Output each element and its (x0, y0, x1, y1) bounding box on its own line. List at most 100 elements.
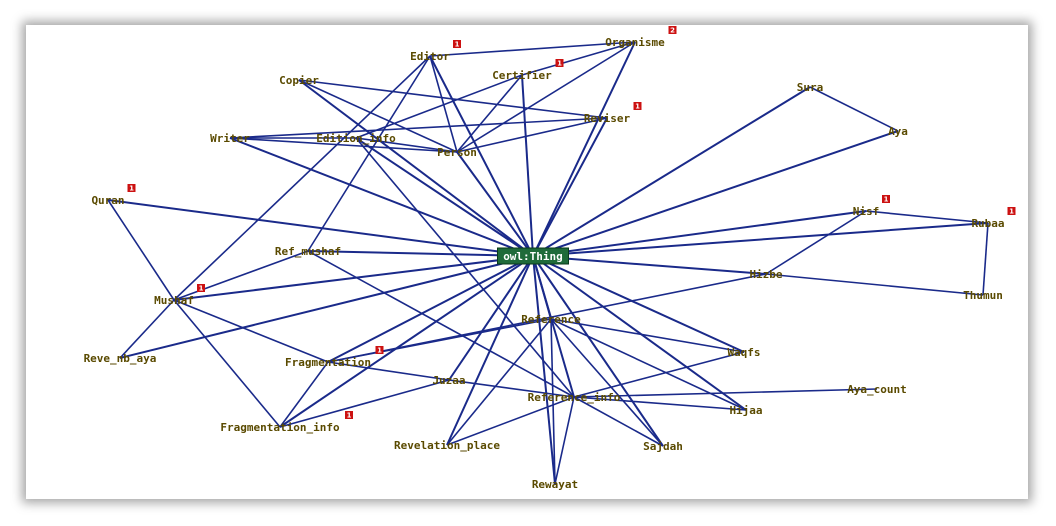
edge-Edition_info-Person (355, 137, 458, 153)
node-hizbe[interactable]: Hizbe (749, 268, 782, 281)
node-label: owl:Thing (503, 250, 563, 263)
edge-owl-Thing-Reve_nb_aya (119, 255, 534, 359)
edge-owl-Thing-Reference_info (532, 255, 575, 398)
count-badge (1007, 207, 1016, 215)
edge-Reference_info-Revelation_place (446, 396, 575, 446)
edge-Nisf-Hizbe (765, 210, 867, 275)
node-ref_mushaf[interactable]: Ref_mushaf (275, 245, 341, 258)
node-reference[interactable]: Reference (521, 313, 581, 326)
edge-Sura-Aya (809, 86, 899, 132)
edge-owl-Thing-Sajdah (532, 255, 664, 447)
count-badge-label: 1 (129, 185, 134, 193)
edge-Certifier-Edition_info (355, 74, 523, 139)
node-label: Hijaa (729, 404, 762, 417)
edge-Reference_info-Rewayat (554, 396, 575, 485)
edge-owl-Thing-Rewayat (532, 255, 556, 485)
edge-owl-Thing-Rubaa (532, 222, 989, 257)
edge-Waqfs-Reference_info (573, 351, 745, 398)
count-badge (197, 284, 205, 292)
node-label: Rubaa (971, 217, 1004, 230)
edge-owl-Thing-Hizbe (532, 255, 767, 275)
node-label: Nisf (853, 205, 880, 218)
node-edition_info[interactable]: Edition_info (316, 132, 396, 145)
edge-Hizbe-Thumun (765, 273, 984, 296)
edge-owl-Thing-Reviser (532, 117, 608, 257)
edge-Juzaa-Reference_info (448, 379, 575, 398)
edge-Organisme-Person (456, 41, 636, 153)
node-mushaf[interactable]: Mushaf 1 (154, 284, 205, 307)
node-label: Waqfs (727, 346, 760, 359)
node-rewayat[interactable]: Rewayat (532, 478, 578, 491)
node-label: Copier (279, 74, 319, 87)
node-waqfs[interactable]: Waqfs (727, 346, 760, 359)
count-badge (633, 102, 642, 110)
node-label: Fragmentation (285, 356, 371, 369)
edge-owl-Thing-Waqfs (532, 255, 745, 353)
node-label: Sura (797, 81, 824, 94)
node-label: Reference (521, 313, 581, 326)
node-sura[interactable]: Sura (797, 81, 824, 94)
node-label: Edition_info (316, 132, 396, 145)
count-badge-label: 1 (199, 285, 204, 293)
node-label: Person (437, 146, 477, 159)
edge-Reference_info-Sajdah (573, 396, 664, 447)
node-copier[interactable]: Copier (279, 74, 319, 87)
edge-Certifier-Person (456, 74, 523, 153)
count-badge (555, 59, 564, 67)
edge-Nisf-Rubaa (865, 210, 989, 224)
node-writer[interactable]: Writer (210, 132, 250, 145)
node-juzaa[interactable]: Juzaa (432, 374, 465, 387)
node-owl-thing[interactable]: owl:Thing (497, 247, 569, 265)
edge-Fragmentation-Juzaa (327, 361, 450, 381)
edge-owl-Thing-Sura (532, 86, 811, 257)
node-label: Writer (210, 132, 250, 145)
count-badge-label: 2 (670, 27, 675, 35)
edge-owl-Thing-Quran (107, 199, 534, 257)
edge-Mushaf-Fragmentation_info (173, 299, 281, 428)
node-aya_count[interactable]: Aya_count (847, 383, 907, 396)
edge-Rubaa-Thumun (982, 222, 989, 296)
node-label: Mushaf (154, 294, 194, 307)
edge-Ref_mushaf-Mushaf (173, 250, 309, 301)
node-reve_nb_aya[interactable]: Reve_nb_aya (84, 352, 157, 365)
edge-Juzaa-Fragmentation_info (279, 379, 450, 428)
count-badge (668, 26, 677, 34)
node-label: Sajdah (643, 440, 683, 453)
edge-Organisme-Certifier (521, 41, 636, 76)
edge-Reference-Hijaa (550, 318, 747, 411)
edge-Reference-Rewayat (550, 318, 556, 485)
node-label: Fragmentation_info (220, 421, 340, 434)
edge-owl-Thing-Copier (298, 79, 534, 257)
node-hijaa[interactable]: Hijaa (729, 404, 762, 417)
count-badge (127, 184, 136, 192)
count-badge (345, 411, 353, 419)
node-aya[interactable]: Aya (888, 125, 908, 138)
edge-Quran-Mushaf (107, 199, 175, 301)
node-person[interactable]: Person (437, 146, 477, 159)
edge-owl-Thing-Edition_info (355, 137, 534, 257)
edge-Reference_info-Hijaa (573, 396, 747, 411)
node-label: Hizbe (749, 268, 782, 281)
count-badge-label: 1 (557, 60, 562, 68)
edge-Reference-Waqfs (550, 318, 745, 353)
node-label: Reviser (584, 112, 631, 125)
node-revelation_place[interactable]: Revelation_place (394, 439, 500, 452)
edge-owl-Thing-Aya (532, 130, 899, 257)
edge-Writer-Person (229, 137, 458, 153)
node-thumun[interactable]: Thumun (963, 289, 1003, 302)
edge-owl-Thing-Juzaa (448, 255, 534, 381)
edge-owl-Thing-Ref_mushaf (307, 250, 534, 257)
node-label: Editor (410, 50, 450, 63)
node-sajdah[interactable]: Sajdah (643, 440, 683, 453)
node-reference_info[interactable]: Reference_info (528, 391, 621, 404)
count-badge (453, 40, 461, 48)
